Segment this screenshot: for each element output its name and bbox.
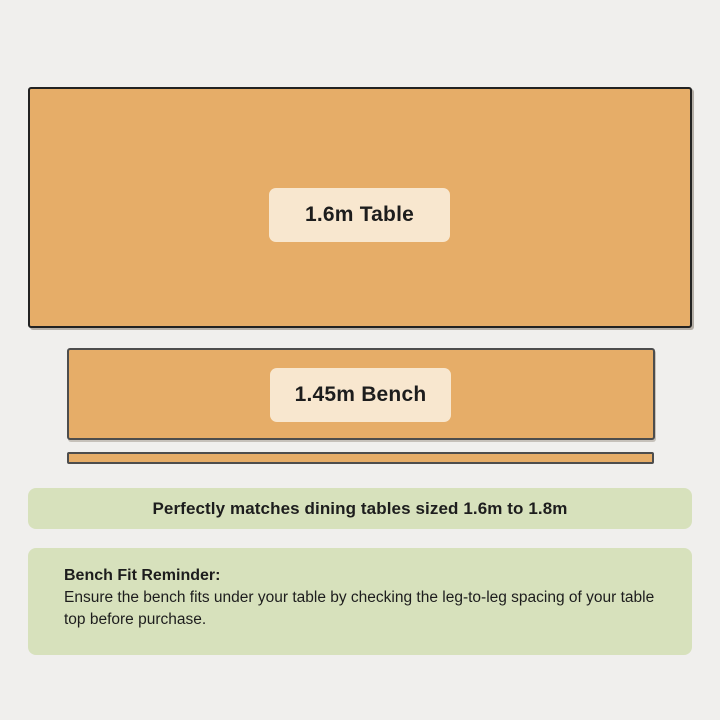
bench-dimension-text: 1.45m Bench [294,383,427,406]
match-banner-text: Perfectly matches dining tables sized 1.… [152,498,568,518]
match-banner: Perfectly matches dining tables sized 1.… [28,488,692,529]
bench-dimension-label: 1.45m Bench [270,368,451,422]
reminder-banner: Bench Fit Reminder: Ensure the bench fit… [28,548,692,655]
reminder-body-text: Ensure the bench fits under your table b… [64,589,655,628]
table-dimension-text: 1.6m Table [305,203,414,226]
reminder-title: Bench Fit Reminder: [64,567,221,584]
table-dimension-label: 1.6m Table [269,188,450,242]
bench-side-strip [67,452,654,464]
